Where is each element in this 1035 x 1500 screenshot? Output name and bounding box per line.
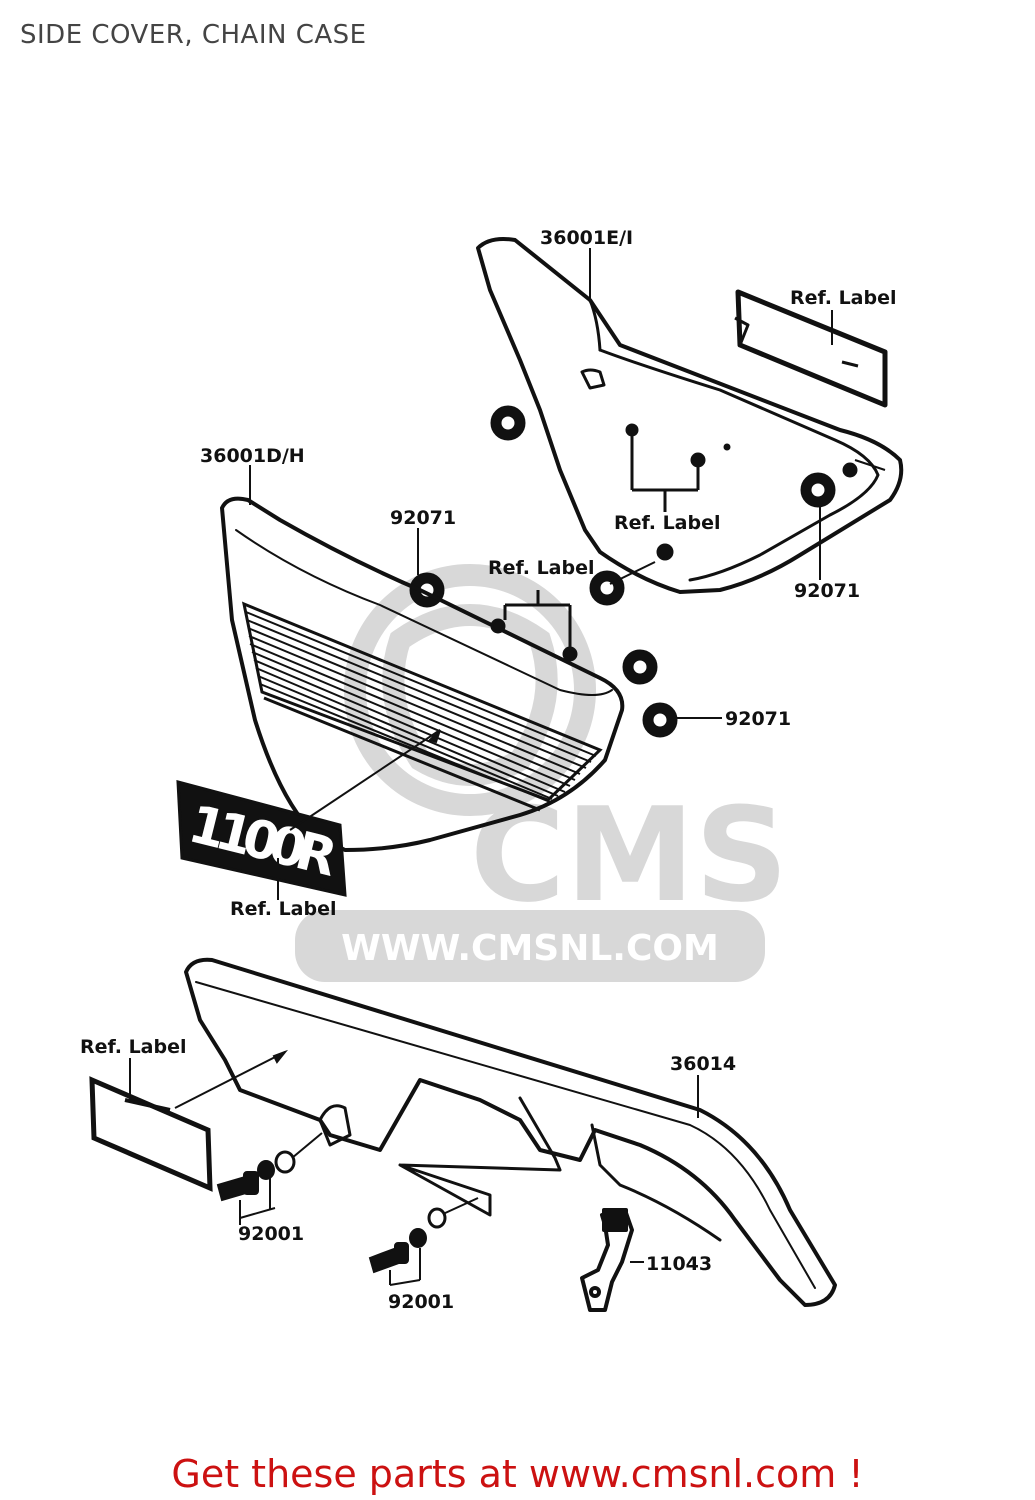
- watermark-url-bar: [295, 910, 765, 982]
- callout-ref-label-rh-plate: Ref. Label: [790, 287, 897, 309]
- bolt-set-b: [368, 1207, 447, 1286]
- callout-36001d-h: 36001D/H: [200, 445, 305, 467]
- callout-92071-right: 92071: [794, 580, 860, 602]
- grommet: [490, 405, 526, 441]
- callout-92001-right: 92001: [388, 1291, 454, 1313]
- callout-ref-label-rh-cover: Ref. Label: [614, 512, 721, 534]
- lh-cover-clips: [490, 590, 578, 662]
- cta-footer-link[interactable]: Get these parts at www.cmsnl.com !: [171, 1452, 864, 1496]
- callout-92071-top: 92071: [390, 507, 456, 529]
- callout-92001-left: 92001: [238, 1223, 304, 1245]
- chain-label-leader: [174, 1049, 289, 1109]
- watermark-url: WWW.CMSNL.COM: [341, 928, 719, 969]
- lh-cover-grille: [241, 601, 603, 812]
- grommet: [642, 702, 678, 738]
- bracket-11043: [580, 1208, 634, 1312]
- emblem-leader: [289, 729, 441, 831]
- callout-ref-label-lh-cover: Ref. Label: [488, 557, 595, 579]
- callout-ref-label-emblem: Ref. Label: [230, 898, 337, 920]
- grille-louvers: [245, 611, 597, 803]
- chain-case: [184, 957, 837, 1307]
- callout-labels: 36001E/I 36001D/H 92071 92071 92071 3601…: [80, 227, 897, 1313]
- grommet: [800, 472, 836, 508]
- bolt-set-a: [216, 1150, 296, 1225]
- callout-leaders: [129, 248, 886, 1263]
- page-title: SIDE COVER, CHAIN CASE: [20, 20, 367, 50]
- callout-92071-mid: 92071: [725, 708, 791, 730]
- rh-cover-clips: [625, 423, 858, 561]
- callout-11043: 11043: [646, 1253, 712, 1275]
- callout-36001e-i: 36001E/I: [540, 227, 633, 249]
- emblem-1100r: 1100R: [176, 780, 347, 897]
- callout-36014: 36014: [670, 1053, 736, 1075]
- grommet: [622, 649, 658, 685]
- ref-label-plate-rh: [734, 289, 888, 408]
- callout-ref-label-chain: Ref. Label: [80, 1036, 187, 1058]
- grommet: [589, 570, 625, 606]
- ref-label-plate-chain: [89, 1076, 213, 1192]
- bolt-leaders: [291, 1132, 479, 1215]
- grommets: [409, 405, 836, 738]
